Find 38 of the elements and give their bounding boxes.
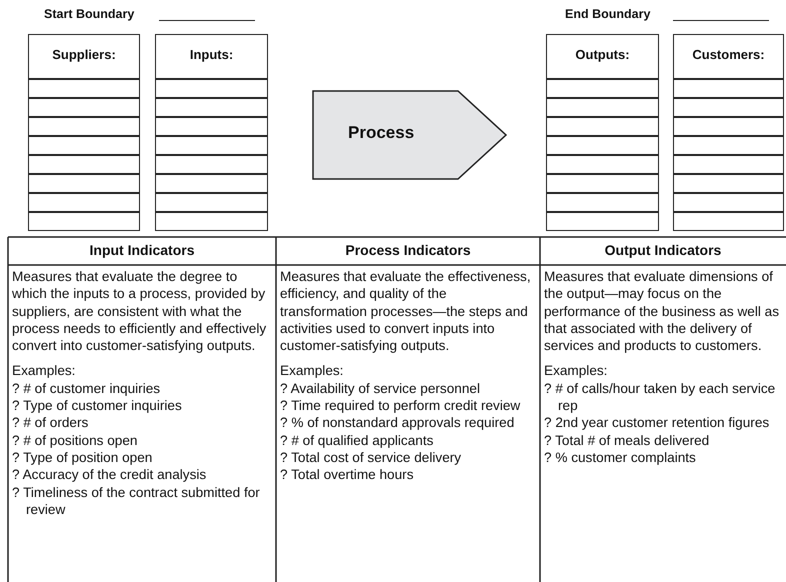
list-item: ? # of orders (12, 414, 90, 432)
list-item: ? % of nonstandard approvals required (280, 414, 516, 432)
examples-heading: Examples: (280, 362, 344, 380)
description-text: Measures that evaluate dimensions of the output—may focus on the performance of the business as well as that associated with the delivery of services and products to customers. (544, 268, 780, 354)
list-item: ? Timeliness of the contract submitted for review (12, 484, 261, 518)
list-item: ? Total overtime hours (280, 466, 414, 484)
column-header: Input Indicators (88, 241, 196, 260)
description-text: Measures that evaluate the effectiveness, efficiency, and quality of the transformation processes—the steps and activities used to convert inputs into customer-satisfying outputs. (280, 268, 532, 354)
process-arrow (312, 90, 508, 180)
column-heading: Suppliers: (51, 47, 117, 62)
process-label: Process (348, 123, 414, 143)
form-column (673, 34, 784, 231)
column-heading: Inputs: (188, 47, 234, 62)
boundary-label: Start Boundary (44, 7, 134, 21)
list-item: ? # of customer inquiries (12, 380, 162, 398)
list-item: ? # of qualified applicants (280, 432, 434, 449)
list-item: ? Total cost of service delivery (280, 448, 462, 466)
boundary-label: End Boundary (565, 7, 650, 21)
list-item: ? Availability of service personnel (280, 380, 481, 398)
column-heading: Customers: (691, 47, 766, 62)
list-item: ? % customer complaints (544, 448, 697, 466)
form-column (28, 34, 140, 231)
description-text: Measures that evaluate the degree to which the inputs to a process, provided by suppliers, are consistent with what the process needs to efficiently and effectively convert into customer-satisfying outputs. (12, 268, 268, 354)
column-header: Process Indicators (344, 241, 472, 260)
examples-heading: Examples: (12, 362, 76, 380)
list-item: ? Total # of meals delivered (544, 432, 710, 449)
list-item: ? Type of customer inquiries (12, 397, 183, 414)
examples-heading: Examples: (544, 362, 608, 380)
list-item: ? # of positions open (12, 432, 138, 449)
list-item: ? 2nd year customer retention figures (544, 414, 770, 432)
column-heading: Outputs: (574, 47, 631, 62)
column-header: Output Indicators (604, 241, 722, 260)
form-column (155, 34, 268, 231)
list-item: ? Time required to perform credit review (280, 397, 522, 414)
list-item: ? # of calls/hour taken by each service rep (544, 380, 776, 414)
form-column (546, 34, 659, 231)
list-item: ? Type of position open (12, 448, 154, 466)
list-item: ? Accuracy of the credit analysis (12, 466, 208, 484)
